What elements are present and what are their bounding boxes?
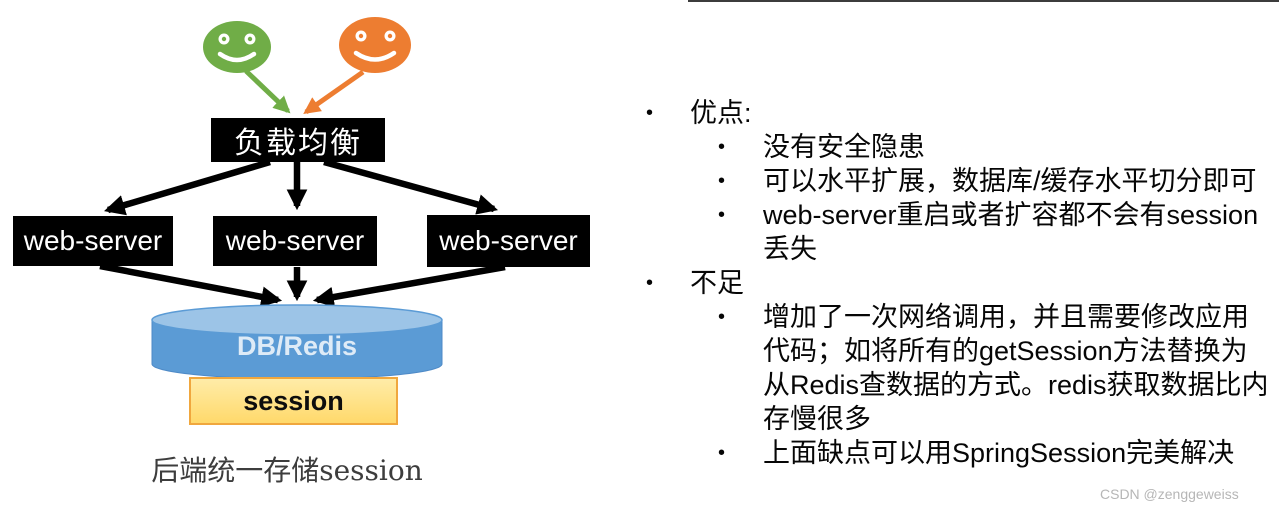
note-advantages-label: 优点: bbox=[690, 98, 752, 128]
note-advantage-item: • web-server重启或者扩容都不会有session丢失 bbox=[640, 198, 1272, 266]
bullet-icon: • bbox=[718, 170, 726, 192]
bullet-icon: • bbox=[718, 442, 726, 464]
note-disadvantages-label: 不足 bbox=[690, 268, 744, 298]
notes-list: • 优点: • 没有安全隐患 • 可以水平扩展，数据库/缓存水平切分即可 • w… bbox=[640, 96, 1272, 470]
note-text: 可以水平扩展，数据库/缓存水平切分即可 bbox=[763, 166, 1257, 196]
note-text: 上面缺点可以用SpringSession完美解决 bbox=[763, 438, 1235, 468]
note-disadvantage-item: • 增加了一次网络调用，并且需要修改应用代码；如将所有的getSession方法… bbox=[640, 300, 1272, 436]
diagram-caption: 后端统一存储session bbox=[151, 454, 423, 487]
diagram-graphics: DB/Redis bbox=[99, 17, 506, 380]
note-advantage-item: • 没有安全隐患 bbox=[640, 130, 1272, 164]
database-cylinder: DB/Redis bbox=[151, 304, 443, 380]
note-advantage-item: • 可以水平扩展，数据库/缓存水平切分即可 bbox=[640, 164, 1272, 198]
note-text: 增加了一次网络调用，并且需要修改应用代码；如将所有的getSession方法替换… bbox=[763, 302, 1269, 434]
bullet-icon: • bbox=[718, 136, 726, 158]
arrow-user-green-to-lb bbox=[244, 69, 291, 114]
web-server-node-3: web-server bbox=[427, 215, 590, 267]
bullet-icon: • bbox=[646, 102, 654, 124]
user-orange-icon bbox=[339, 17, 411, 73]
web-server-node-2: web-server bbox=[213, 216, 377, 266]
note-advantages: • 优点: bbox=[640, 96, 1272, 130]
user-green-icon bbox=[203, 21, 271, 73]
web-server-node-1: web-server bbox=[13, 216, 173, 266]
bullet-icon: • bbox=[718, 204, 726, 226]
top-border bbox=[688, 0, 1279, 2]
watermark: CSDN @zenggeweiss bbox=[1100, 486, 1239, 502]
note-disadvantage-item: • 上面缺点可以用SpringSession完美解决 bbox=[640, 436, 1272, 470]
database-label: DB/Redis bbox=[237, 331, 357, 361]
note-disadvantages: • 不足 bbox=[640, 266, 1272, 300]
note-text: 没有安全隐患 bbox=[763, 132, 925, 162]
load-balancer-node: 负载均衡 bbox=[211, 118, 385, 162]
session-box: session bbox=[189, 377, 398, 425]
bullet-icon: • bbox=[718, 306, 726, 328]
arrow-user-orange-to-lb bbox=[303, 69, 365, 115]
bullet-icon: • bbox=[646, 272, 654, 294]
arrows-lb-to-webservers bbox=[104, 158, 499, 216]
architecture-diagram: DB/Redis 负载均衡 web-server web-server web-… bbox=[13, 17, 590, 487]
arrows-webservers-to-db bbox=[99, 262, 506, 308]
note-text: web-server重启或者扩容都不会有session丢失 bbox=[763, 200, 1259, 264]
